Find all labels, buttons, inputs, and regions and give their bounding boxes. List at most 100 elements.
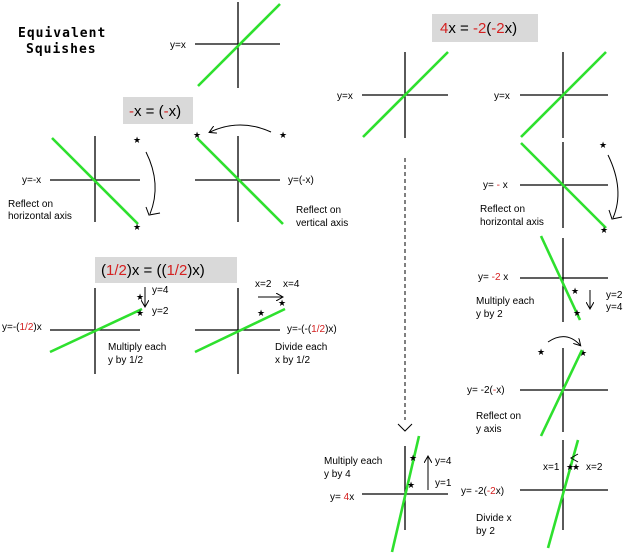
graph-label: y=(-x): [288, 175, 314, 186]
point-star: ★: [133, 223, 141, 233]
arrow-head: [608, 209, 623, 220]
line-y-eq-x: [362, 51, 449, 138]
line-y-eq-4x: [390, 435, 421, 553]
graph-label: y= - x: [483, 180, 508, 191]
value-label: y=2: [606, 290, 623, 301]
graph-middle-bottom: ★ ★ y=4 y=1 Multiply each y by 4 y= 4x: [324, 435, 452, 553]
line-y-eq-neg-x: [51, 137, 139, 225]
line-y-eq-paren-neg-x: [196, 137, 284, 225]
point-star: ★: [573, 309, 581, 319]
graph-label: y=-x: [22, 175, 41, 186]
graph-middle-top: y=x: [337, 51, 449, 138]
point-star: ★: [136, 309, 144, 319]
value-label: y=4: [435, 456, 452, 467]
box-bg: [95, 257, 237, 283]
line-y-eq-x: [197, 3, 281, 87]
note-line: Reflect on: [8, 199, 53, 210]
line-y-eq-4x: [546, 439, 580, 549]
point-star: ★: [537, 348, 545, 358]
note-line: Multiply each: [108, 342, 166, 353]
value-label: y=4: [606, 302, 623, 313]
note-line: Multiply each: [324, 456, 382, 467]
box1-text: -x = (-x): [129, 103, 181, 120]
note-line: horizontal axis: [8, 211, 72, 222]
box-bg: [432, 14, 538, 42]
note-line: Reflect on: [296, 205, 341, 216]
box2-text: (1/2)x = ((1/2)x): [101, 262, 205, 279]
line-y-eq-half-x: [49, 307, 143, 354]
graph-divide-x: x=2 x=4 ★ ★ y=-(-(1/2)x) Divide each x b…: [194, 279, 337, 374]
graph-label: y=x: [337, 91, 353, 102]
value-label: x=4: [283, 279, 300, 290]
note-line: y by 2: [476, 309, 503, 320]
point-star: ★: [407, 481, 415, 491]
title-line1: Equivalent: [18, 26, 106, 41]
point-star: ★: [409, 454, 417, 464]
graph-label: y=x: [494, 91, 510, 102]
graph-label: y=-(1/2)x: [2, 322, 42, 333]
graph-right-reflect-y: ★ ★ y= -2(-x) Reflect on y axis: [467, 336, 608, 437]
graph-neg-x: y=-x ★ ★ Reflect on horizontal axis: [8, 136, 161, 233]
value-label: y=1: [435, 478, 452, 489]
reflect-arrow: [547, 336, 580, 345]
note-line: y by 1/2: [108, 355, 143, 366]
line-y-eq-neg-x: [520, 142, 607, 229]
equation-box-1: -x = (-x): [123, 97, 193, 124]
note-line: Reflect on: [476, 411, 521, 422]
note-line: Divide each: [275, 342, 327, 353]
box-bg: [123, 97, 193, 124]
graph-right-neg-2x: y= -2 x ★ ★ y=2 y=4 Multiply each y by 2: [476, 235, 623, 322]
note-line: y by 4: [324, 469, 351, 480]
point-star: ★: [279, 131, 287, 141]
graph-label: y= -2(-2x): [461, 486, 504, 497]
line-y-eq-2x: [539, 349, 584, 437]
point-star: ★: [193, 131, 201, 141]
graph-paren-neg-x: y=(-x) ★ ★ Reflect on vertical axis: [193, 124, 348, 229]
value-label: y=4: [152, 285, 169, 296]
equation-box-3: 4x = -2(-2x): [432, 14, 538, 42]
graph-right-divide-x: x=1 x=2 ★ ★ y= -2(-2x) Divide x by 2: [461, 439, 608, 549]
line-y-eq-neg-2x: [539, 235, 582, 321]
point-star: ★: [133, 136, 141, 146]
point-star: ★: [579, 349, 587, 359]
reflect-arrow: [145, 151, 156, 215]
point-star: ★: [600, 226, 608, 236]
left-arrow-head: [569, 453, 579, 463]
point-star: ★: [566, 463, 574, 473]
graph-half-x: y=-(1/2)x ★ ★ y=4 y=2 Multiply each y by…: [2, 285, 169, 374]
point-star: ★: [599, 141, 607, 151]
graph-label: y=x: [170, 40, 186, 51]
graph-left-top: y=x: [170, 2, 281, 88]
point-star: ★: [572, 463, 580, 473]
reflect-arrow: [607, 154, 619, 219]
line-y-eq-x: [520, 51, 607, 138]
value-label: x=2: [586, 462, 603, 473]
graph-label: y=-(-(1/2)x): [287, 324, 337, 335]
point-star: ★: [257, 309, 265, 319]
note-line: vertical axis: [296, 218, 348, 229]
graph-label: y= -2 x: [478, 272, 508, 283]
graph-right-top: y=x: [494, 51, 608, 138]
value-label: x=2: [255, 279, 272, 290]
line-y-eq-half-x: [194, 307, 286, 354]
note-line: horizontal axis: [480, 217, 544, 228]
box3-text: 4x = -2(-2x): [440, 20, 517, 37]
graph-label: y= 4x: [330, 492, 354, 503]
note-line: x by 1/2: [275, 355, 310, 366]
point-star: ★: [278, 299, 286, 309]
note-line: Reflect on: [480, 204, 525, 215]
graph-right-neg-x: y= - x ★ ★ Reflect on horizontal axis: [480, 141, 623, 236]
value-label: x=1: [543, 462, 560, 473]
dashed-arrow-head: [397, 423, 413, 432]
equation-box-2: (1/2)x = ((1/2)x): [95, 257, 237, 283]
note-line: Multiply each: [476, 296, 534, 307]
note-line: Divide x: [476, 513, 512, 524]
point-star: ★: [136, 293, 144, 303]
point-star: ★: [571, 287, 579, 297]
title-line2: Squishes: [26, 42, 97, 57]
note-line: by 2: [476, 526, 495, 537]
note-line: y axis: [476, 424, 502, 435]
reflect-arrow: [210, 124, 272, 132]
